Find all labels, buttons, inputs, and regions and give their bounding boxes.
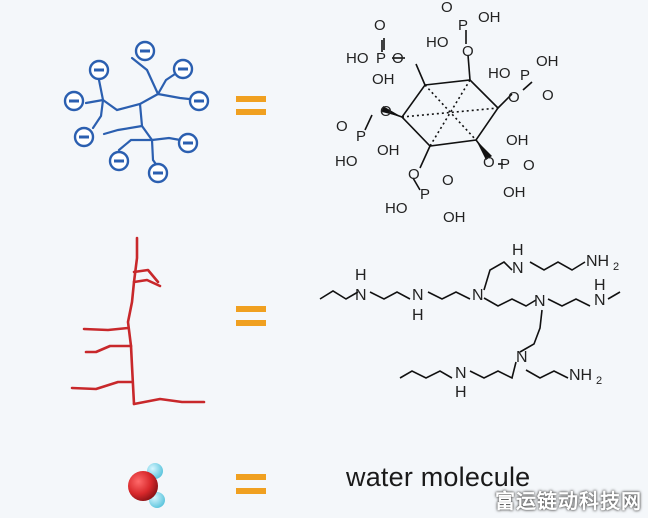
svg-text:N: N: [594, 292, 606, 309]
svg-text:O: O: [508, 89, 520, 106]
svg-text:P: P: [500, 156, 510, 173]
svg-text:O: O: [542, 87, 554, 104]
branched-polymer-icon: [70, 236, 206, 406]
svg-text:H: H: [512, 242, 524, 259]
svg-text:HO: HO: [385, 200, 408, 217]
water-molecule-caption: water molecule: [346, 462, 531, 492]
charge-icon: [134, 40, 156, 62]
charge-icon: [63, 90, 85, 112]
charge-icon: [172, 58, 194, 80]
svg-text:H: H: [455, 384, 467, 401]
svg-text:OH: OH: [503, 184, 526, 201]
negative-charge-icons: [63, 40, 210, 184]
equals-sign: [236, 96, 266, 115]
svg-text:OH: OH: [377, 142, 400, 159]
svg-text:N: N: [472, 287, 484, 304]
water-molecule-icon: [128, 463, 165, 508]
svg-text:H: H: [412, 307, 424, 324]
charge-icon: [147, 162, 169, 184]
svg-text:NH: NH: [569, 367, 592, 384]
svg-text:H: H: [594, 277, 606, 294]
svg-text:O: O: [392, 50, 404, 67]
svg-text:HO: HO: [335, 153, 358, 170]
svg-text:O: O: [523, 157, 535, 174]
svg-text:OH: OH: [536, 53, 559, 70]
equals-sign: [236, 306, 266, 326]
equals-sign: [236, 474, 266, 494]
charge-icon: [73, 126, 95, 148]
svg-text:H: H: [355, 267, 367, 284]
phosphate-group-label: HO: [346, 50, 369, 67]
svg-text:OH: OH: [506, 132, 529, 149]
pei-structure: H N N H N N H NH 2 N H N N N H NH 2: [319, 242, 621, 401]
phytic-acid-structure: O HO P O OH O P OH HO O HO P OH O O O O …: [335, 0, 559, 226]
svg-text:N: N: [355, 287, 367, 304]
svg-text:N: N: [516, 349, 528, 366]
phosphate-o-label: O: [374, 17, 386, 34]
svg-text:HO: HO: [488, 65, 511, 82]
charge-icon: [88, 59, 110, 81]
charge-icon: [188, 90, 210, 112]
svg-text:HO: HO: [426, 34, 449, 51]
svg-text:O: O: [380, 103, 392, 120]
svg-text:O: O: [408, 166, 420, 183]
svg-text:O: O: [483, 154, 495, 171]
svg-text:O: O: [441, 0, 453, 16]
svg-text:O: O: [462, 43, 474, 60]
svg-text:OH: OH: [372, 71, 395, 88]
charge-icon: [108, 150, 130, 172]
svg-text:P: P: [356, 128, 366, 145]
svg-text:N: N: [512, 260, 524, 277]
svg-text:P: P: [458, 17, 468, 34]
amine-label: NH: [586, 253, 609, 270]
svg-text:P: P: [420, 186, 430, 203]
svg-text:P: P: [520, 67, 530, 84]
amine-subscript: 2: [613, 261, 619, 273]
svg-text:N: N: [455, 365, 467, 382]
svg-text:N: N: [412, 287, 424, 304]
svg-text:O: O: [442, 172, 454, 189]
charge-icon: [177, 132, 199, 154]
svg-text:OH: OH: [478, 9, 501, 26]
svg-text:P: P: [376, 50, 386, 67]
svg-text:OH: OH: [443, 209, 466, 226]
svg-text:2: 2: [596, 375, 602, 387]
watermark: 富运链动科技网: [495, 489, 642, 513]
svg-text:N: N: [534, 293, 546, 310]
svg-text:O: O: [336, 118, 348, 135]
